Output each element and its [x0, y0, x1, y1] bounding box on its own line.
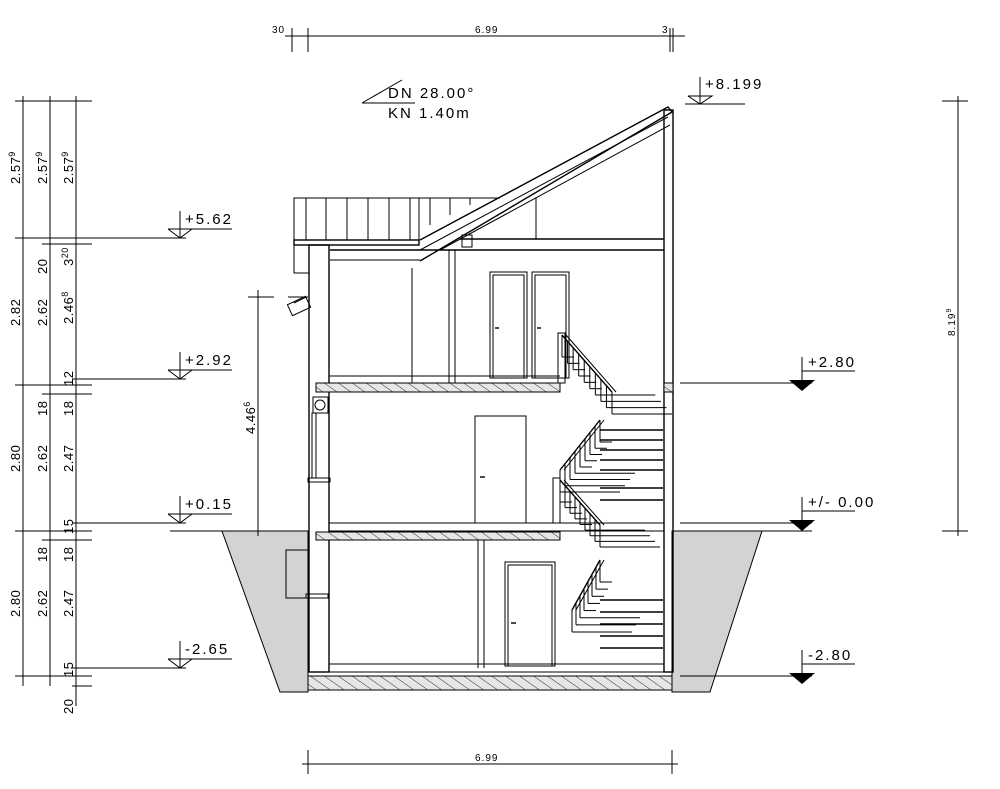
level-label: +5.62 [185, 211, 233, 228]
dimension-text: 2.62 [35, 445, 50, 472]
dimension-text: 2.82 [8, 299, 23, 326]
dimension-text: 18 [61, 547, 76, 562]
dimension-text: 2.62 [35, 590, 50, 617]
dim-top-main: 6.99 [475, 25, 498, 36]
dimension-text: 2.579 [60, 151, 76, 184]
overall-height-dimension: 8.199 [942, 96, 968, 536]
svg-text:4.466: 4.466 [242, 401, 258, 434]
dimension-text: 2.47 [61, 445, 76, 472]
dim-top-right: 3 [662, 25, 669, 36]
dimension-text: 2.579 [7, 151, 23, 184]
top-dimension: 30 6.99 3 [272, 25, 685, 52]
earth-right [671, 530, 763, 693]
level-label: +2.80 [808, 354, 856, 371]
left-dimension-texts: 2.579 2.82 2.80 2.80 2.579 20 2.62 18 2.62 18 2.62… [7, 151, 76, 714]
spiral-staircase [552, 332, 672, 649]
doors [474, 271, 570, 667]
eave-height-dimension: 4.466 [242, 290, 308, 536]
roof-note: DN 28.00° KN 1.40m [361, 79, 475, 122]
roof [286, 106, 674, 317]
level-marker: +0.15 [167, 496, 233, 524]
dimension-text: 2.80 [8, 590, 23, 617]
slab-basement [307, 675, 673, 691]
left-dimension-chains [15, 96, 186, 706]
level-marker: -2.65 [167, 641, 232, 669]
dimension-text: 2.579 [34, 151, 50, 184]
eave-height: 4.46 [243, 407, 258, 434]
slab-ground [315, 531, 561, 541]
dimension-text: 18 [35, 547, 50, 562]
ridge-level: +8.199 [705, 76, 763, 93]
dimension-text: 320 [60, 247, 76, 266]
level-marker: +5.62 [167, 211, 233, 239]
level-marker: +2.80 [680, 354, 856, 391]
dimension-text: 15 [61, 519, 76, 534]
overall-height: 8.19 [947, 313, 958, 336]
level-marker: +2.92 [167, 352, 233, 380]
level-marker: -2.80 [680, 647, 855, 684]
right-level-markers: +2.80 +/- 0.00 -2.80 [680, 354, 875, 684]
level-label: +2.92 [185, 352, 233, 369]
dimension-text: 20 [35, 259, 50, 274]
dimension-text: 2.47 [61, 590, 76, 617]
left-level-markers: +5.62 +2.92 +0.15 -2.65 [167, 211, 233, 669]
earth-left [221, 530, 309, 693]
level-label: +/- 0.00 [808, 494, 875, 511]
dimension-text: 2.468 [60, 291, 76, 324]
level-label: -2.65 [185, 641, 229, 658]
dimension-text: 12 [61, 371, 76, 386]
dimension-text: 18 [61, 401, 76, 416]
dim-bottom-main: 6.99 [475, 753, 498, 764]
dim-top-left: 30 [272, 25, 285, 36]
level-label: -2.80 [808, 647, 852, 664]
window-left [285, 396, 331, 599]
dimension-text: 2.62 [35, 299, 50, 326]
slab-upper [315, 382, 561, 393]
ridge-level-marker: +8.199 [685, 76, 763, 105]
bottom-dimension: 6.99 [302, 750, 678, 774]
level-label: +0.15 [185, 496, 233, 513]
dimension-text: 20 [61, 699, 76, 714]
dimension-text: 18 [35, 401, 50, 416]
dimension-text: 15 [61, 662, 76, 677]
dimension-text: 2.80 [8, 445, 23, 472]
roof-pitch-label: DN 28.00° [388, 85, 475, 102]
level-marker: +/- 0.00 [680, 494, 875, 531]
svg-text:8.199: 8.199 [946, 308, 958, 336]
roof-overhang-label: KN 1.40m [388, 105, 471, 122]
